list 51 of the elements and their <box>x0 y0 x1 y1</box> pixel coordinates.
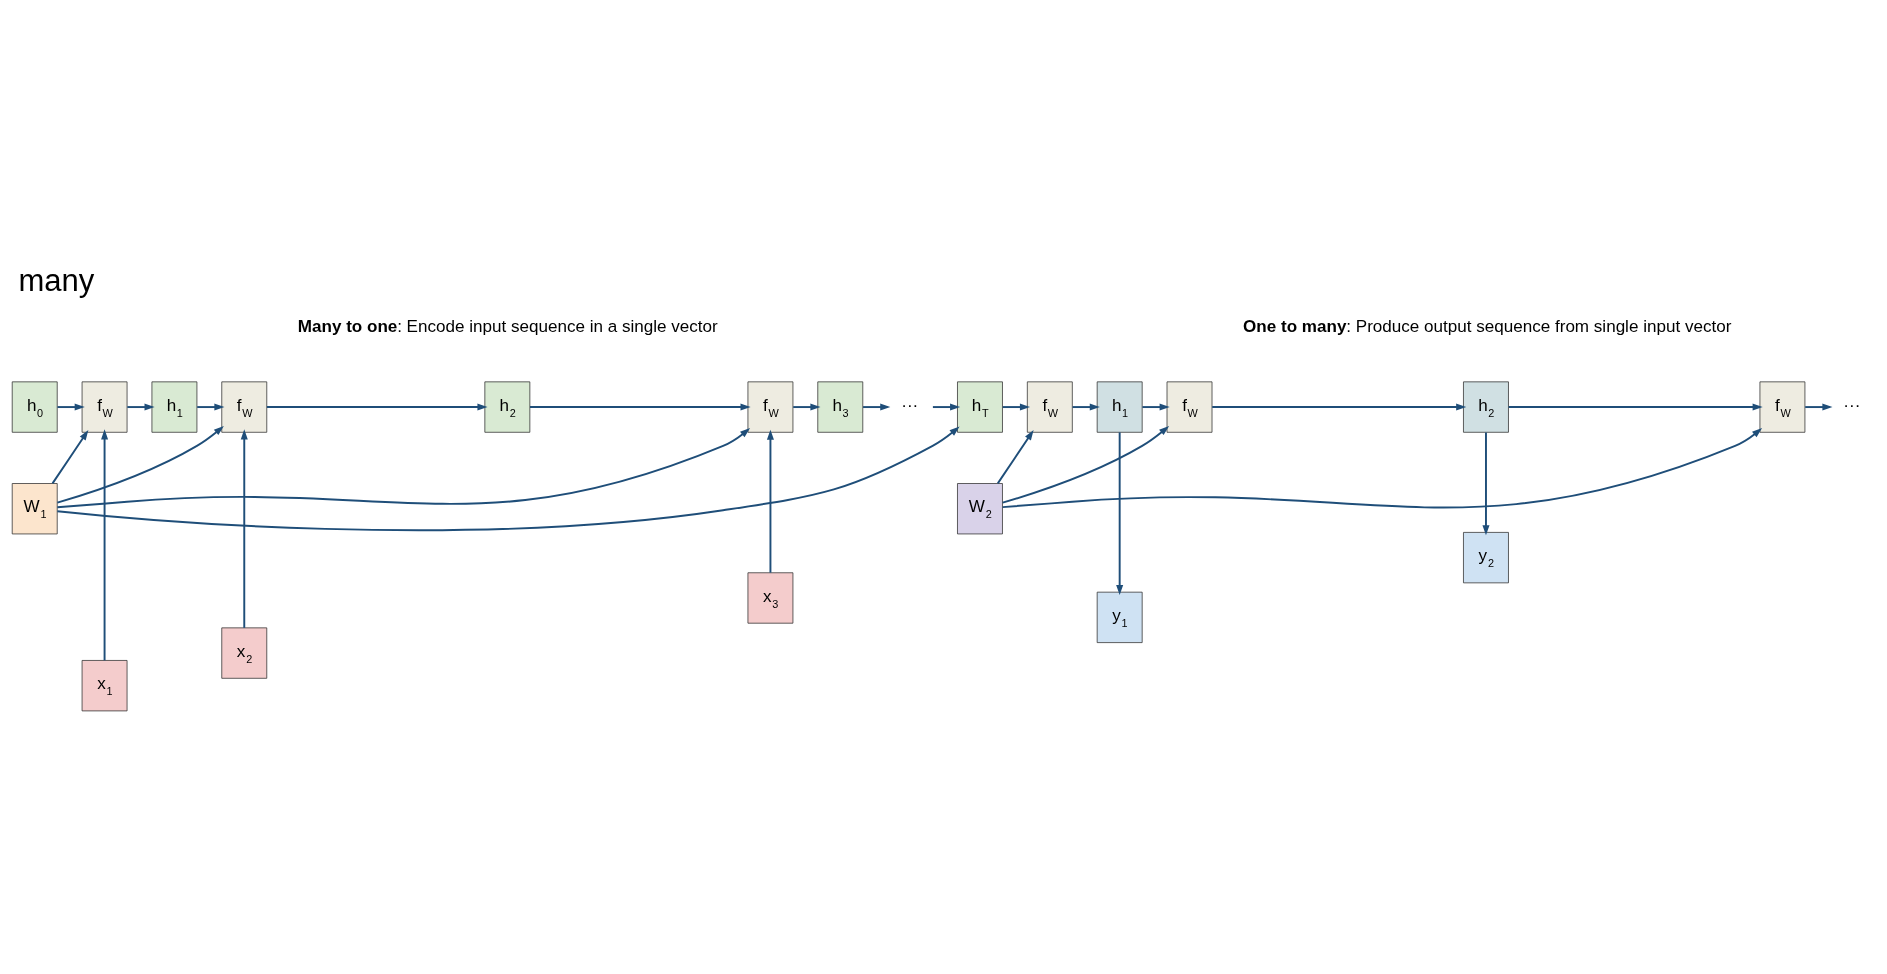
arrow <box>1001 425 1170 504</box>
node-box: f$_{W}$ <box>81 381 128 433</box>
arrow <box>792 403 821 411</box>
arrow <box>56 425 224 504</box>
node-text: ··· <box>1843 396 1861 416</box>
arrow <box>862 403 891 411</box>
node-box: h$_{2}$ <box>1463 381 1509 433</box>
arrow <box>996 430 1034 485</box>
arrow <box>1141 403 1170 411</box>
node-box: x$_{2}$ <box>221 627 268 679</box>
arrow <box>51 430 89 485</box>
label: Many to one: Encode input sequence in a single vector <box>297 317 718 337</box>
arrow <box>101 429 109 662</box>
arrow <box>1001 428 1763 509</box>
node-box: f$_{W}$ <box>1026 381 1073 433</box>
node-box: f$_{W}$ <box>221 381 268 433</box>
node-box: h$_{2}$ <box>484 381 531 433</box>
node-box: W$_{2}$ <box>957 483 1003 535</box>
arrow <box>1507 403 1763 411</box>
arrow <box>196 403 225 411</box>
arrow <box>1001 403 1031 411</box>
node-box: f$_{W}$ <box>747 381 794 433</box>
node-box: h$_{0}$ <box>11 381 58 433</box>
node-box: y$_{1}$ <box>1096 591 1143 643</box>
node-box: W$_{1}$ <box>11 483 58 535</box>
arrow <box>56 403 85 411</box>
node-text: ··· <box>901 396 919 416</box>
arrow <box>529 403 751 411</box>
arrow <box>1482 431 1490 536</box>
arrow <box>1804 403 1833 411</box>
arrow <box>931 403 961 411</box>
arrow <box>1071 403 1100 411</box>
node-box: f$_{W}$ <box>1759 381 1806 433</box>
arrow <box>766 429 774 574</box>
arrow <box>265 403 488 411</box>
arrow <box>1211 403 1467 411</box>
node-box: f$_{W}$ <box>1166 381 1213 433</box>
node-box: x$_{3}$ <box>747 572 794 624</box>
arrow <box>126 403 155 411</box>
node-box: x$_{1}$ <box>81 660 128 712</box>
arrow <box>1116 431 1124 596</box>
diagram-title: many <box>18 263 95 299</box>
arrow <box>240 429 248 629</box>
arrow <box>56 428 751 509</box>
node-box: h$_{1}$ <box>1096 381 1143 433</box>
node-box: y$_{2}$ <box>1463 532 1509 584</box>
node-box: h$_{T}$ <box>957 381 1003 433</box>
node-box: h$_{3}$ <box>817 381 864 433</box>
label: One to many: Produce output sequence from single input vector <box>1243 317 1732 337</box>
node-box: h$_{1}$ <box>151 381 198 433</box>
arrow <box>56 426 960 532</box>
